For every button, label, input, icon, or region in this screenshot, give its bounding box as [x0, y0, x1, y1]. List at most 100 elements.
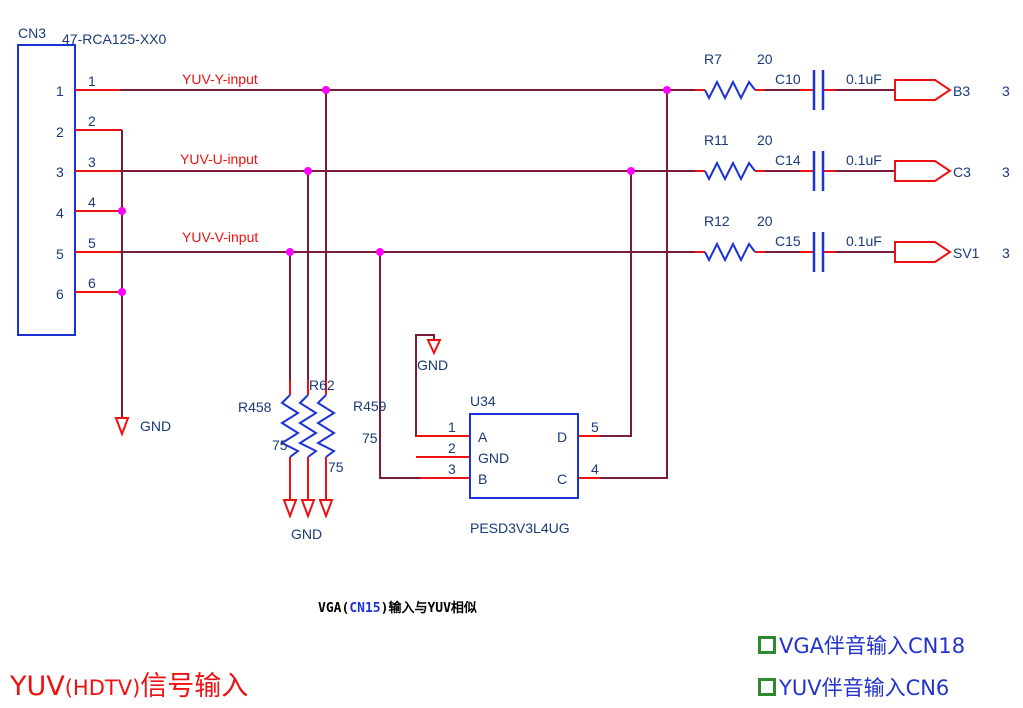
checkbox-square-icon: [758, 636, 776, 654]
port-name: SV1: [953, 245, 980, 261]
connector-pin-number: 1: [88, 73, 96, 89]
junction-dot: [118, 288, 126, 296]
net-label-v: YUV-V-input: [182, 229, 258, 245]
resistor-value: 20: [757, 51, 773, 67]
connector-pin-label: 5: [56, 246, 64, 262]
ic-ref: U34: [470, 393, 496, 409]
audio-vga-note: VGA伴音输入CN18: [758, 630, 965, 660]
resistor-value: 75: [272, 437, 288, 453]
diagram-title: YUV(HDTV)信号输入: [10, 664, 248, 703]
port-name: C3: [953, 164, 971, 180]
esd-ic-u34: U34 PESD3V3L4UG A GND B C D 1 2 3 4 5: [416, 393, 600, 536]
title-paren: (HDTV): [64, 676, 141, 700]
resistor-ref: R458: [238, 399, 272, 415]
connector-pin-number: 6: [88, 275, 96, 291]
ic-part: PESD3V3L4UG: [470, 520, 570, 536]
ic-pin-name: C: [557, 471, 567, 487]
title-rest: 信号输入: [140, 671, 249, 702]
audio-vga-text: VGA伴音输入CN18: [779, 634, 966, 658]
connector-pin-number: 2: [88, 113, 96, 129]
ground-symbols: [114, 339, 442, 519]
port-name: B3: [953, 83, 970, 99]
port-sv1-arrow: [894, 241, 952, 263]
capacitor-ref: C10: [775, 71, 801, 87]
ground-icon: [426, 339, 442, 356]
port-sheet: 3: [1002, 83, 1010, 99]
resistor-value: 20: [757, 213, 773, 229]
ground-icon: [282, 499, 298, 519]
resistor-r12: [704, 241, 756, 263]
ic-pin-name: GND: [478, 450, 509, 466]
gnd-label: GND: [140, 418, 171, 434]
junction-dot: [322, 86, 330, 94]
junction-dot: [376, 248, 384, 256]
resistor-r62: [297, 394, 318, 458]
net-label-u: YUV-U-input: [180, 151, 258, 167]
resistor-value: 20: [757, 132, 773, 148]
connector-pin-number: 4: [88, 194, 96, 210]
junction-dot: [286, 248, 294, 256]
ic-pin-number: 4: [591, 461, 599, 477]
capacitors: C10 0.1uF C14 0.1uF C15 0.1uF: [775, 70, 882, 272]
port-sheet: 3: [1002, 245, 1010, 261]
checkbox-square-icon: [758, 678, 776, 696]
resistor-ref: R11: [704, 132, 729, 148]
resistor-ref: R7: [704, 51, 722, 67]
termination-resistors: R458 75 R62 75 R459 75: [238, 377, 387, 500]
wires: [120, 89, 895, 479]
port-c3-arrow: [894, 160, 952, 182]
title-main: YUV: [10, 671, 65, 702]
ic-pin-number: 3: [448, 461, 456, 477]
junctions: [118, 86, 671, 296]
port-b3-arrow: [894, 79, 952, 101]
vga-note-prefix: VGA(: [318, 601, 350, 616]
capacitor-ref: C14: [775, 152, 801, 168]
connector-pin-label: 4: [56, 205, 64, 221]
resistor-r11: [704, 160, 756, 182]
junction-dot: [118, 207, 126, 215]
resistor-ref: R12: [704, 213, 730, 229]
connector-pin-label: 3: [56, 164, 64, 180]
junction-dot: [663, 86, 671, 94]
ground-icon: [300, 499, 316, 519]
connector-pin-label: 6: [56, 286, 64, 302]
resistor-r7: [704, 79, 756, 101]
connector-designator: CN3: [18, 25, 46, 41]
connector-pin-number: 3: [88, 154, 96, 170]
net-label-y: YUV-Y-input: [182, 71, 258, 87]
resistor-value: 75: [328, 459, 344, 475]
capacitor-value: 0.1uF: [846, 233, 882, 249]
ground-icon: [318, 499, 334, 519]
resistor-r459: [315, 394, 336, 458]
resistor-ref: R62: [309, 377, 335, 393]
connector-pin-number: 5: [88, 235, 96, 251]
resistor-value: 75: [362, 430, 378, 446]
ic-pin-number: 2: [448, 440, 456, 456]
vga-note-suffix: )输入与YUV相似: [380, 601, 477, 616]
port-sheet: 3: [1002, 164, 1010, 180]
capacitor-value: 0.1uF: [846, 152, 882, 168]
audio-yuv-text: YUV伴音输入CN6: [779, 676, 950, 700]
series-resistors: R7 20 R11 20 R12 20: [695, 51, 773, 263]
ic-pin-name: A: [478, 429, 488, 445]
ic-pin-name: B: [478, 471, 487, 487]
ic-pin-number: 1: [448, 419, 456, 435]
audio-yuv-note: YUV伴音输入CN6: [758, 672, 949, 702]
gnd-label: GND: [291, 526, 322, 542]
connector-part-number: 47-RCA125-XX0: [62, 31, 166, 47]
connector-pin-label: 1: [56, 83, 64, 99]
ic-pin-number: 5: [591, 419, 599, 435]
output-ports: B3 3 C3 3 SV1 3: [894, 79, 1010, 263]
connector-cn3: CN3 47-RCA125-XX0 1 2 3 4 5 6 1 2 3 4 5 …: [17, 25, 166, 336]
capacitor-ref: C15: [775, 233, 801, 249]
ic-pin-name: D: [557, 429, 567, 445]
capacitor-value: 0.1uF: [846, 71, 882, 87]
vga-note: VGA(CN15)输入与YUV相似: [318, 597, 477, 616]
gnd-label: GND: [417, 357, 448, 373]
resistor-ref: R459: [353, 398, 387, 414]
vga-note-connector: CN15: [349, 601, 381, 616]
junction-dot: [627, 167, 635, 175]
ground-icon: [114, 417, 130, 437]
connector-pin-label: 2: [56, 124, 64, 140]
